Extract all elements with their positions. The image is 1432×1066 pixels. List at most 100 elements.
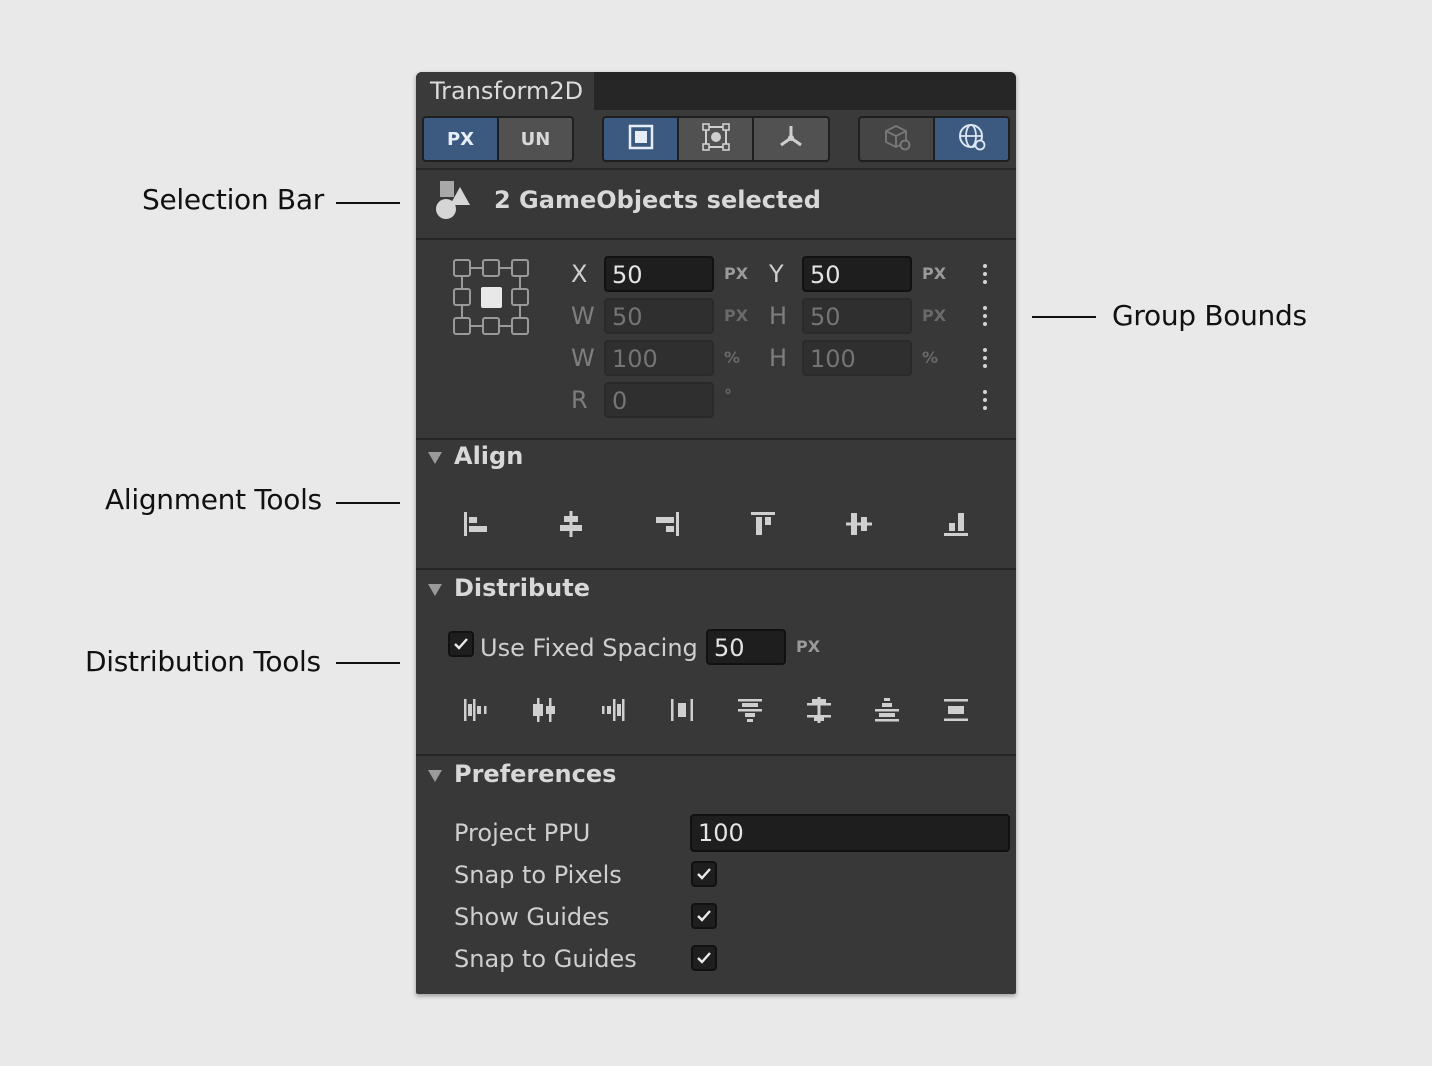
- x-input[interactable]: 50: [604, 256, 714, 292]
- callout-line-selection-bar: [336, 202, 400, 204]
- distribute-center-horizontal-icon: [533, 698, 555, 722]
- gameobjects-icon: [434, 181, 474, 226]
- snap-to-guides-checkbox[interactable]: [691, 945, 717, 971]
- checkmark-icon: [697, 952, 711, 964]
- distribute-bottom-button[interactable]: [871, 694, 903, 726]
- w-percent-input[interactable]: 100: [604, 340, 714, 376]
- tab-bar: Transform2D: [416, 72, 1016, 110]
- w-unit: PX: [724, 306, 749, 325]
- align-section-header[interactable]: Align: [416, 438, 1016, 478]
- selection-bar: 2 GameObjects selected: [416, 168, 1016, 240]
- distribute-right-button[interactable]: [597, 694, 629, 726]
- world-space-icon: [957, 122, 987, 157]
- transform2d-panel: Transform2D PX UN: [416, 72, 1016, 994]
- align-right-icon: [656, 512, 679, 536]
- rect-mode-button[interactable]: [604, 118, 677, 160]
- pivot-mode-icon: [777, 123, 805, 156]
- bounds-mode-button[interactable]: [679, 118, 752, 160]
- divider: [416, 568, 1016, 570]
- use-fixed-spacing-label: Use Fixed Spacing: [480, 634, 698, 662]
- preferences-title: Preferences: [454, 760, 617, 788]
- fixed-spacing-input[interactable]: 50: [706, 629, 786, 665]
- distribute-middle-vertical-button[interactable]: [803, 694, 835, 726]
- callout-selection-bar: Selection Bar: [142, 183, 324, 216]
- align-collapse-icon: [428, 452, 442, 464]
- use-fixed-spacing-checkbox[interactable]: [448, 631, 474, 657]
- h-percent-label: H: [769, 344, 788, 372]
- align-left-button[interactable]: [460, 508, 492, 540]
- align-title: Align: [454, 442, 524, 470]
- unit-px-button[interactable]: PX: [424, 118, 497, 160]
- unit-un-button[interactable]: UN: [499, 118, 572, 160]
- align-top-icon: [751, 512, 775, 535]
- h-label: H: [769, 302, 788, 330]
- distribute-left-icon: [464, 699, 487, 721]
- align-right-button[interactable]: [651, 508, 683, 540]
- show-guides-checkbox[interactable]: [691, 903, 717, 929]
- world-space-button[interactable]: [935, 118, 1008, 160]
- distribute-top-icon: [738, 699, 762, 722]
- align-bottom-icon: [944, 513, 968, 536]
- show-guides-label: Show Guides: [454, 903, 610, 931]
- align-middle-vertical-icon: [846, 513, 872, 535]
- unit-toggle-group: PX UN: [422, 116, 574, 162]
- distribute-left-button[interactable]: [460, 694, 492, 726]
- local-space-button[interactable]: [860, 118, 933, 160]
- w-input[interactable]: 50: [604, 298, 714, 334]
- w-label: W: [571, 302, 595, 330]
- divider: [416, 754, 1016, 756]
- distribute-vertical-spacing-button[interactable]: [940, 694, 972, 726]
- checkmark-icon: [454, 638, 468, 650]
- rect-mode-icon: [628, 124, 654, 155]
- space-toggle-group: [858, 116, 1010, 162]
- percent-more-icon[interactable]: [982, 348, 988, 372]
- y-input[interactable]: 50: [802, 256, 912, 292]
- x-unit: PX: [724, 264, 749, 283]
- h-percent-unit: %: [922, 348, 939, 367]
- x-label: X: [571, 260, 588, 288]
- rotation-more-icon[interactable]: [982, 390, 988, 414]
- preferences-collapse-icon: [428, 770, 442, 782]
- snap-to-pixels-checkbox[interactable]: [691, 861, 717, 887]
- distribute-horizontal-spacing-button[interactable]: [666, 694, 698, 726]
- preferences-section-header[interactable]: Preferences: [416, 756, 1016, 796]
- project-ppu-input[interactable]: 100: [690, 814, 1010, 852]
- align-left-icon: [464, 512, 487, 536]
- r-input[interactable]: 0: [604, 382, 714, 418]
- snap-to-pixels-label: Snap to Pixels: [454, 861, 622, 889]
- w-percent-label: W: [571, 344, 595, 372]
- callout-alignment-tools: Alignment Tools: [105, 483, 322, 516]
- anchor-preset-icon[interactable]: [452, 258, 532, 343]
- align-top-button[interactable]: [747, 508, 779, 540]
- project-ppu-label: Project PPU: [454, 819, 591, 847]
- align-bottom-button[interactable]: [940, 508, 972, 540]
- fixed-spacing-unit: PX: [796, 637, 821, 656]
- distribute-middle-vertical-icon: [807, 697, 831, 723]
- align-middle-vertical-button[interactable]: [843, 508, 875, 540]
- y-unit: PX: [922, 264, 947, 283]
- distribute-center-horizontal-button[interactable]: [528, 694, 560, 726]
- distribute-horizontal-spacing-icon: [671, 699, 693, 721]
- distribute-section-header[interactable]: Distribute: [416, 570, 1016, 610]
- snap-to-guides-label: Snap to Guides: [454, 945, 637, 973]
- x-y-more-icon[interactable]: [982, 264, 988, 288]
- distribute-top-button[interactable]: [734, 694, 766, 726]
- tab-transform2d[interactable]: Transform2D: [416, 72, 594, 110]
- distribute-right-icon: [602, 699, 625, 721]
- w-h-more-icon[interactable]: [982, 306, 988, 330]
- group-bounds: X 50 PX Y 50 PX W 50 PX H 50 PX W 100 % …: [416, 238, 1016, 440]
- y-label: Y: [769, 260, 784, 288]
- h-percent-input[interactable]: 100: [802, 340, 912, 376]
- checkmark-icon: [697, 868, 711, 880]
- callout-distribution-tools: Distribution Tools: [85, 645, 321, 678]
- h-unit: PX: [922, 306, 947, 325]
- align-center-horizontal-icon: [560, 511, 582, 537]
- callout-line-distribution-tools: [336, 662, 400, 664]
- h-input[interactable]: 50: [802, 298, 912, 334]
- local-space-icon: [882, 122, 912, 157]
- toolbar: PX UN: [416, 110, 1016, 170]
- callout-line-group-bounds: [1032, 316, 1096, 318]
- selection-count-text: 2 GameObjects selected: [494, 186, 821, 214]
- pivot-mode-button[interactable]: [754, 118, 828, 160]
- align-center-horizontal-button[interactable]: [555, 508, 587, 540]
